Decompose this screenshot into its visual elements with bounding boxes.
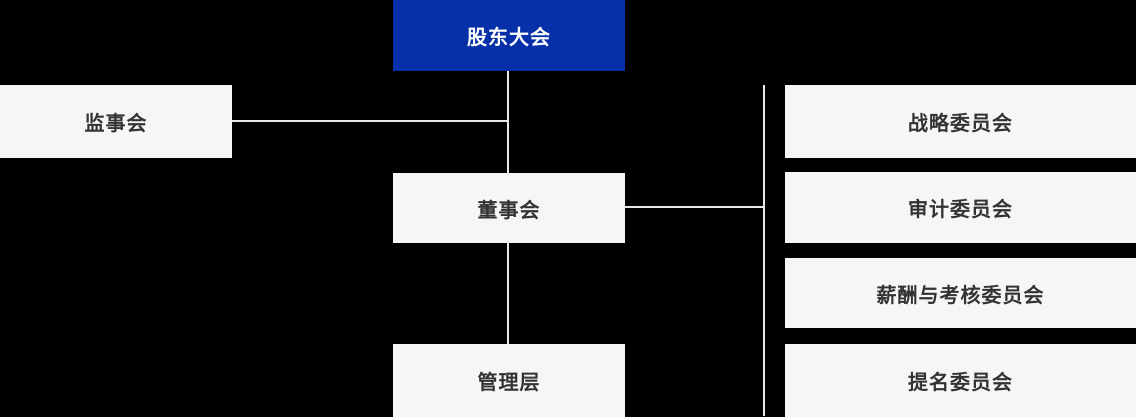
- node-committee-nomination: 提名委员会: [785, 344, 1136, 417]
- node-management-label: 管理层: [477, 372, 541, 394]
- connector-committees-spine: [763, 85, 765, 416]
- node-supervisory-board-label: 监事会: [84, 113, 148, 135]
- node-management: 管理层: [393, 344, 625, 417]
- node-committee-nomination-label: 提名委员会: [908, 372, 1013, 394]
- connector-supervisory-board: [231, 120, 509, 122]
- node-committee-remuneration-assessment: 薪酬与考核委员会: [785, 258, 1136, 328]
- node-committee-remuneration-assessment-label: 薪酬与考核委员会: [876, 284, 1045, 307]
- node-committee-strategy-label: 战略委员会: [908, 113, 1013, 135]
- node-committee-audit: 审计委员会: [785, 172, 1136, 243]
- node-board-of-directors: 董事会: [393, 173, 625, 243]
- node-committee-strategy: 战略委员会: [785, 85, 1136, 158]
- node-shareholders-meeting-label: 股东大会: [467, 27, 551, 49]
- connector-board-to-committees: [625, 206, 765, 208]
- node-committee-audit-label: 审计委员会: [908, 199, 1013, 221]
- node-board-of-directors-label: 董事会: [477, 199, 541, 222]
- node-supervisory-board: 监事会: [0, 85, 232, 158]
- node-shareholders-meeting: 股东大会: [393, 0, 625, 71]
